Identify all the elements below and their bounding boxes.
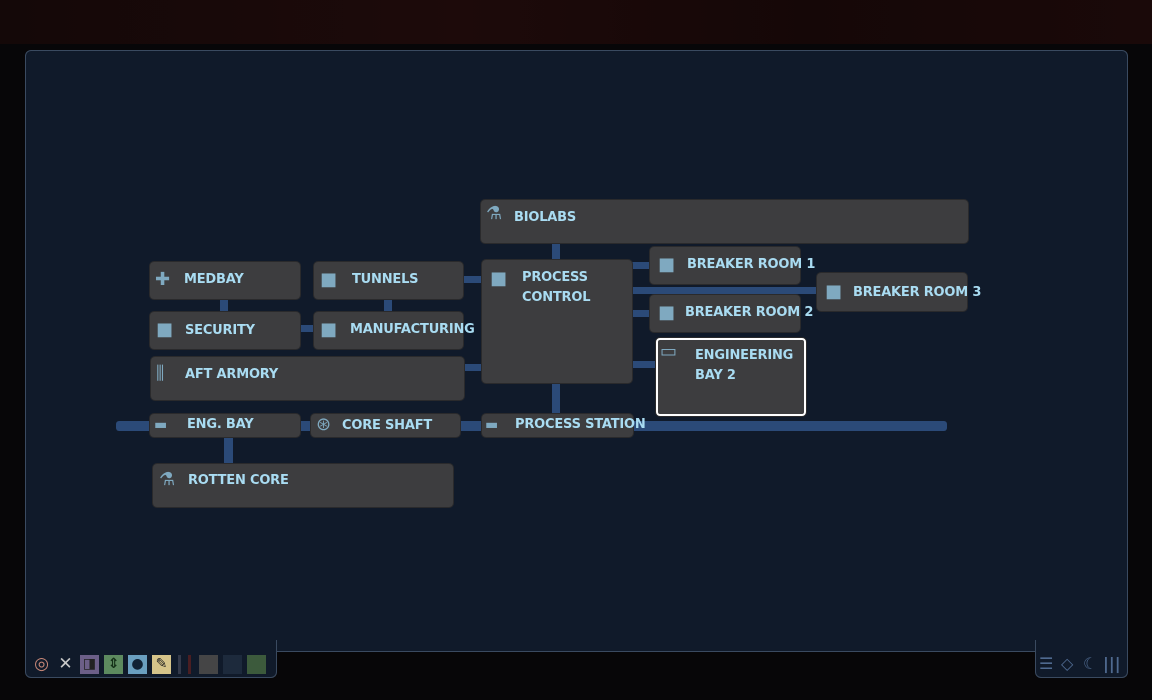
machine-icon: ■ [320,319,338,340]
room-core-shaft[interactable]: ⊛CORE SHAFT [311,414,460,437]
corridor [224,436,233,465]
missiles-icon: ⫼ [156,363,165,384]
bars-icon[interactable]: ||| [1103,654,1121,673]
toolbar-divider [188,655,191,674]
top-strip [0,0,1152,44]
room-manufacturing[interactable]: ■MANUFACTURING [314,312,475,349]
close-icon[interactable]: ✕ [58,654,73,674]
machine-icon: ■ [658,254,676,275]
door-icon[interactable]: ◨ [80,655,99,674]
room-security[interactable]: ■SECURITY [150,312,300,349]
medical-cross-icon: ✚ [155,269,171,290]
toolbar-divider [178,655,181,674]
corridor [552,242,560,261]
room-engineering-bay-2[interactable]: ▭ENGINEERING BAY 2 [656,338,806,416]
empty-slot[interactable] [199,655,218,674]
corridor [384,298,392,313]
machine-icon: ■ [825,281,843,302]
room-breaker-room-3[interactable]: ■BREAKER ROOM 3 [817,273,981,311]
machine-icon: ■ [658,302,676,323]
room-breaker-room-2[interactable]: ■BREAKER ROOM 2 [650,295,813,332]
machine-icon: ■ [490,268,508,289]
corridor [552,382,560,415]
empty-slot[interactable] [247,655,266,674]
corridor [631,287,818,294]
room-medbay[interactable]: ✚MEDBAY [150,262,300,299]
room-biolabs[interactable]: ⚗BIOLABS [481,200,968,243]
flask-icon: ⚗ [159,469,176,490]
empty-slot[interactable] [223,655,242,674]
target-icon[interactable]: ◎ [34,654,49,674]
room-eng-bay[interactable]: ▬ENG. BAY [150,414,300,437]
dial-icon: ⊛ [316,414,332,435]
bay-icon: ▭ [660,341,678,362]
corridor [220,298,228,313]
machine-icon: ■ [156,319,174,340]
room-process-control[interactable]: ■PROCESS CONTROL [482,260,632,383]
wrench-icon[interactable]: ✎ [152,655,171,674]
menu-icon[interactable]: ☰ [1039,654,1054,673]
tram-icon: ▬ [485,417,499,433]
room-breaker-room-1[interactable]: ■BREAKER ROOM 1 [650,247,815,284]
corridor [462,276,483,283]
corridor [631,310,651,317]
ring-icon[interactable]: ● [128,655,147,674]
corridor [631,262,651,269]
elevator-icon[interactable]: ⇕ [104,655,123,674]
diamond-icon[interactable]: ◇ [1061,654,1074,673]
corridor [631,361,658,368]
room-aft-armory[interactable]: ⫼AFT ARMORY [151,357,464,400]
tram-icon: ▬ [154,417,168,433]
machine-icon: ■ [320,269,338,290]
flask-icon: ⚗ [486,203,503,224]
corridor [299,325,315,332]
room-process-station[interactable]: ▬PROCESS STATION [482,414,646,437]
moon-icon[interactable]: ☾ [1083,654,1098,673]
corridor [463,364,483,371]
bottom-right-toolbar [1035,640,1128,678]
room-rotten-core[interactable]: ⚗ROTTEN CORE [153,464,453,507]
room-tunnels[interactable]: ■TUNNELS [314,262,463,299]
